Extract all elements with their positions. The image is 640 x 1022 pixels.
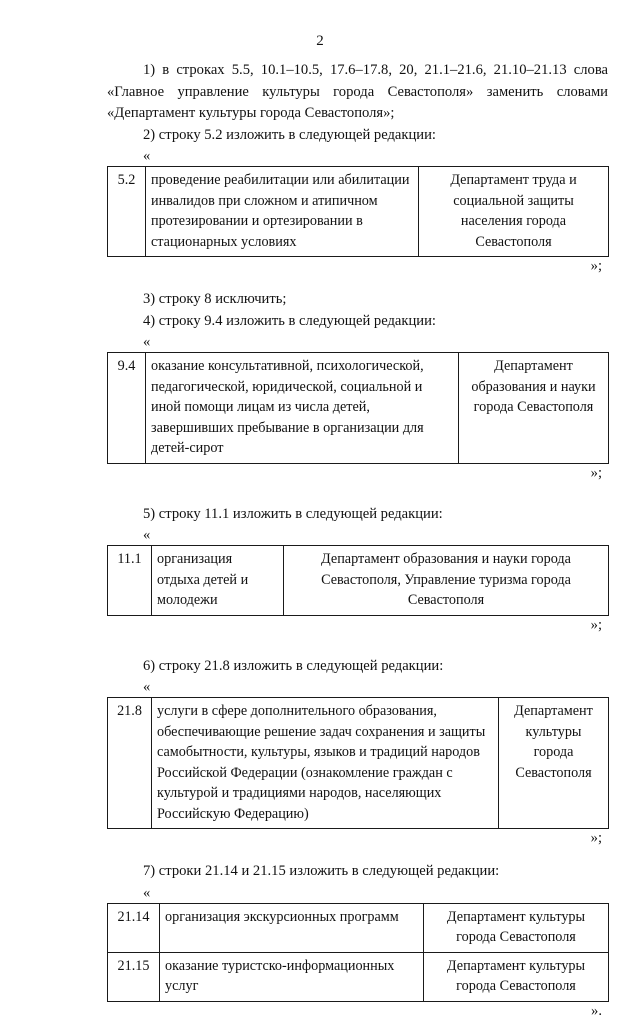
row-description-cell: услуги в сфере дополнительного образован… (151, 697, 499, 829)
paragraph-item-6: 6) строку 21.8 изложить в следующей реда… (143, 657, 444, 674)
row-description-cell: организация отдыха детей и молодежи (151, 545, 284, 616)
spacer (107, 277, 608, 289)
row-number-cell: 21.8 (107, 697, 152, 829)
table-row-5-2: 5.2 проведение реабилитации или абилитац… (107, 166, 609, 257)
row-description-cell: проведение реабилитации или абилитации и… (145, 166, 419, 257)
row-number-cell: 5.2 (107, 166, 146, 257)
paragraph-item-5: 5) строку 11.1 изложить в следующей реда… (143, 505, 443, 522)
row-description-cell: оказание консультативной, психологическо… (145, 352, 459, 464)
quote-open-mark-3: « (143, 527, 151, 543)
row-number-cell: 11.1 (107, 545, 152, 616)
table-row: 9.4 оказание консультативной, психологич… (107, 352, 609, 464)
table-rows-21-14-21-15: 21.14 организация экскурсионных программ… (107, 902, 609, 1002)
table-row: 21.14 организация экскурсионных программ… (107, 902, 609, 953)
quote-open-mark-1: « (143, 148, 151, 164)
paragraph-item-2: 2) строку 5.2 изложить в следующей редак… (143, 126, 436, 143)
spacer (107, 849, 608, 861)
table-row-21-8: 21.8 услуги в сфере дополнительного обра… (107, 697, 609, 829)
row-organization-cell: Департамент образования и науки города С… (458, 352, 609, 464)
row-number-cell: 9.4 (107, 352, 146, 464)
table-row-9-4: 9.4 оказание консультативной, психологич… (107, 352, 609, 464)
table-row: 21.8 услуги в сфере дополнительного обра… (107, 697, 609, 829)
row-organization-cell: Департамент образования и науки города С… (283, 545, 609, 616)
quote-close-mark-2: »; (590, 464, 602, 481)
spacer (107, 636, 608, 656)
quote-close-mark-4: »; (590, 830, 602, 846)
quote-close-mark-5: ». (591, 1002, 602, 1019)
row-description-cell: организация экскурсионных программ (159, 902, 424, 953)
document-page: 2 1) в строках 5.5, 10.1–10.5, 17.6–17.8… (107, 33, 609, 1019)
table-row: 11.1 организация отдыха детей и молодежи… (107, 545, 609, 616)
document-body: 1) в строках 5.5, 10.1–10.5, 17.6–17.8, … (107, 60, 609, 1022)
spacer (107, 484, 608, 504)
table-row: 21.15 оказание туристско-информационных … (107, 951, 609, 1002)
quote-close-mark-1: »; (590, 258, 602, 274)
row-description-cell: оказание туристско-информационных услуг (159, 951, 424, 1002)
row-number-cell: 21.14 (107, 902, 160, 953)
paragraph-item-3: 3) строку 8 исключить; (143, 291, 287, 307)
row-organization-cell: Департамент культуры города Севастополя (423, 951, 609, 1002)
quote-open-mark-2: « (143, 334, 151, 350)
row-organization-cell: Департамент труда и социальной защиты на… (418, 166, 609, 257)
quote-open-mark-4: « (143, 679, 151, 695)
paragraph-item-4: 4) строку 9.4 изложить в следующей редак… (143, 312, 436, 329)
quote-open-mark-5: « (143, 884, 151, 901)
page-number: 2 (316, 33, 324, 49)
row-organization-cell: Департамент культуры города Севастополя (423, 902, 609, 953)
quote-close-mark-3: »; (590, 616, 602, 633)
table-row-11-1: 11.1 организация отдыха детей и молодежи… (107, 545, 609, 616)
row-organization-cell: Департамент культуры города Севастополя (498, 697, 609, 829)
paragraph-item-7: 7) строки 21.14 и 21.15 изложить в следу… (143, 863, 500, 879)
table-row: 5.2 проведение реабилитации или абилитац… (107, 166, 609, 257)
paragraph-item-1: 1) в строках 5.5, 10.1–10.5, 17.6–17.8, … (107, 62, 608, 121)
row-number-cell: 21.15 (107, 951, 160, 1002)
